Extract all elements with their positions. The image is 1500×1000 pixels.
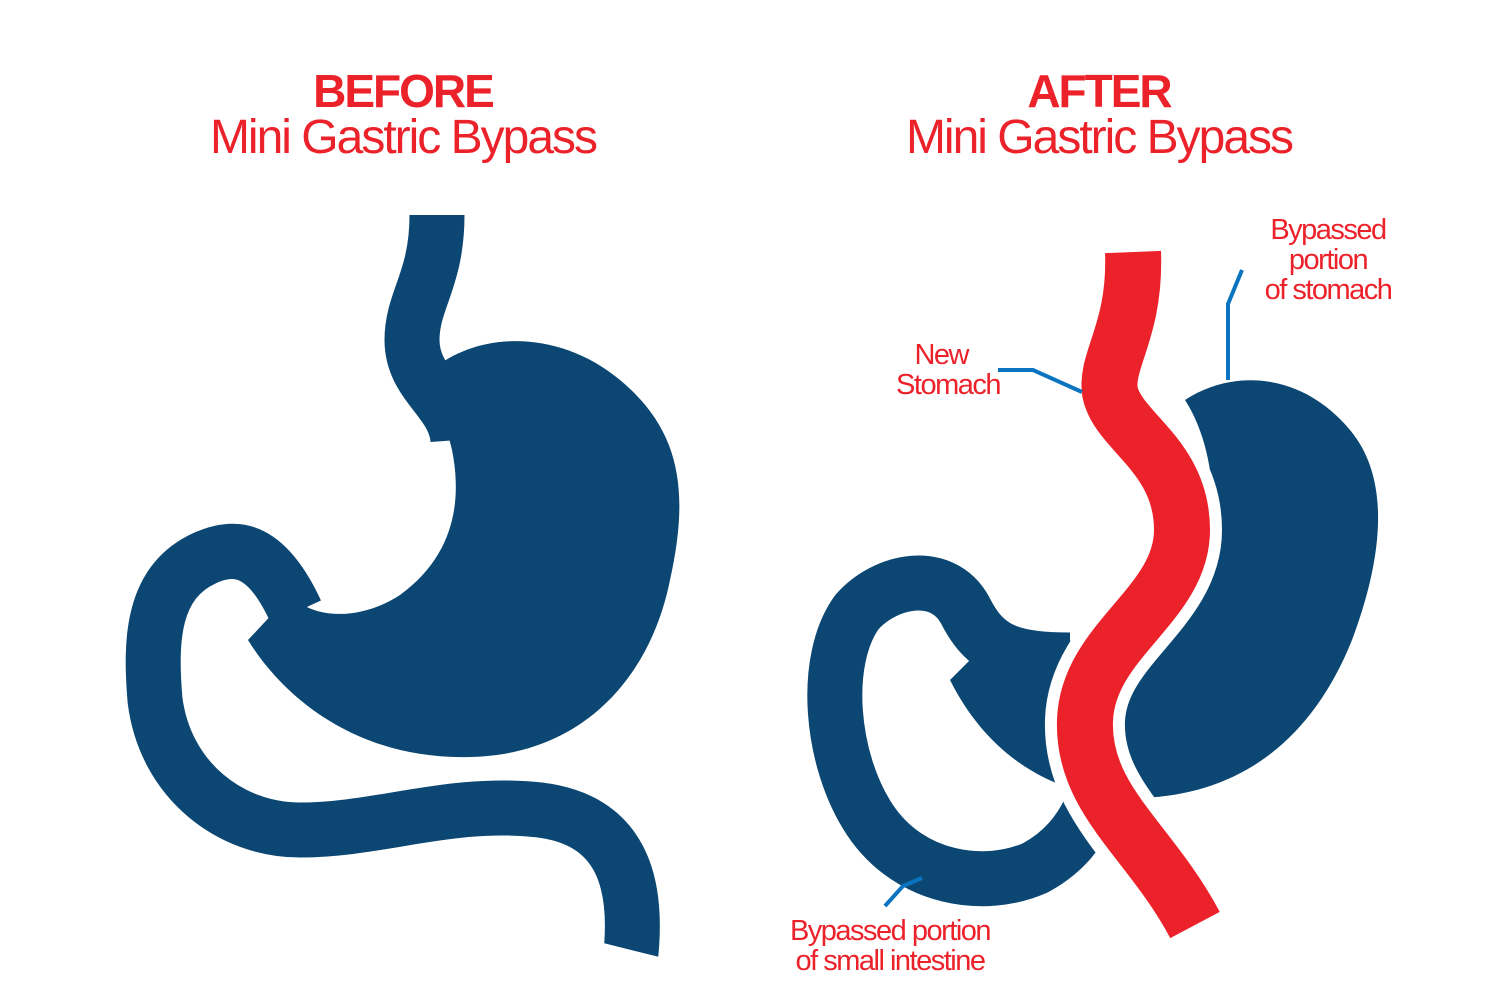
after-stomach-illustration [807, 250, 1379, 947]
label-line: Bypassed [1270, 214, 1387, 246]
label-line: Bypassed portion [789, 915, 992, 947]
label-line: of small intestine [795, 945, 987, 977]
after-subheading: Mini Gastric Bypass [905, 111, 1294, 164]
before-heading: BEFORE [313, 65, 495, 117]
new-stomach-leader-line [998, 368, 1083, 394]
before-small-intestine [125, 524, 660, 966]
new-stomach [1056, 250, 1220, 939]
label-bypassed-intestine: Bypassed portion of small intestine [760, 916, 1020, 976]
before-stomach-body [248, 341, 680, 758]
label-bypassed-stomach: Bypassed portion of stomach [1238, 215, 1418, 305]
label-line: of stomach [1264, 274, 1393, 306]
label-line: Stomach [896, 369, 1001, 401]
bypassed-stomach-leader-line [1226, 269, 1244, 380]
before-stomach-illustration [125, 214, 680, 977]
before-intestine-end [598, 943, 662, 977]
after-heading: AFTER [1027, 65, 1172, 117]
label-line: portion [1288, 244, 1369, 276]
bypassed-small-intestine [807, 555, 1115, 907]
before-subheading: Mini Gastric Bypass [209, 111, 598, 164]
bypassed-intestine-leader-line [883, 876, 923, 908]
leader-lines [883, 269, 1244, 908]
label-new-stomach: New Stomach [840, 339, 1001, 401]
label-line: New [914, 339, 969, 371]
